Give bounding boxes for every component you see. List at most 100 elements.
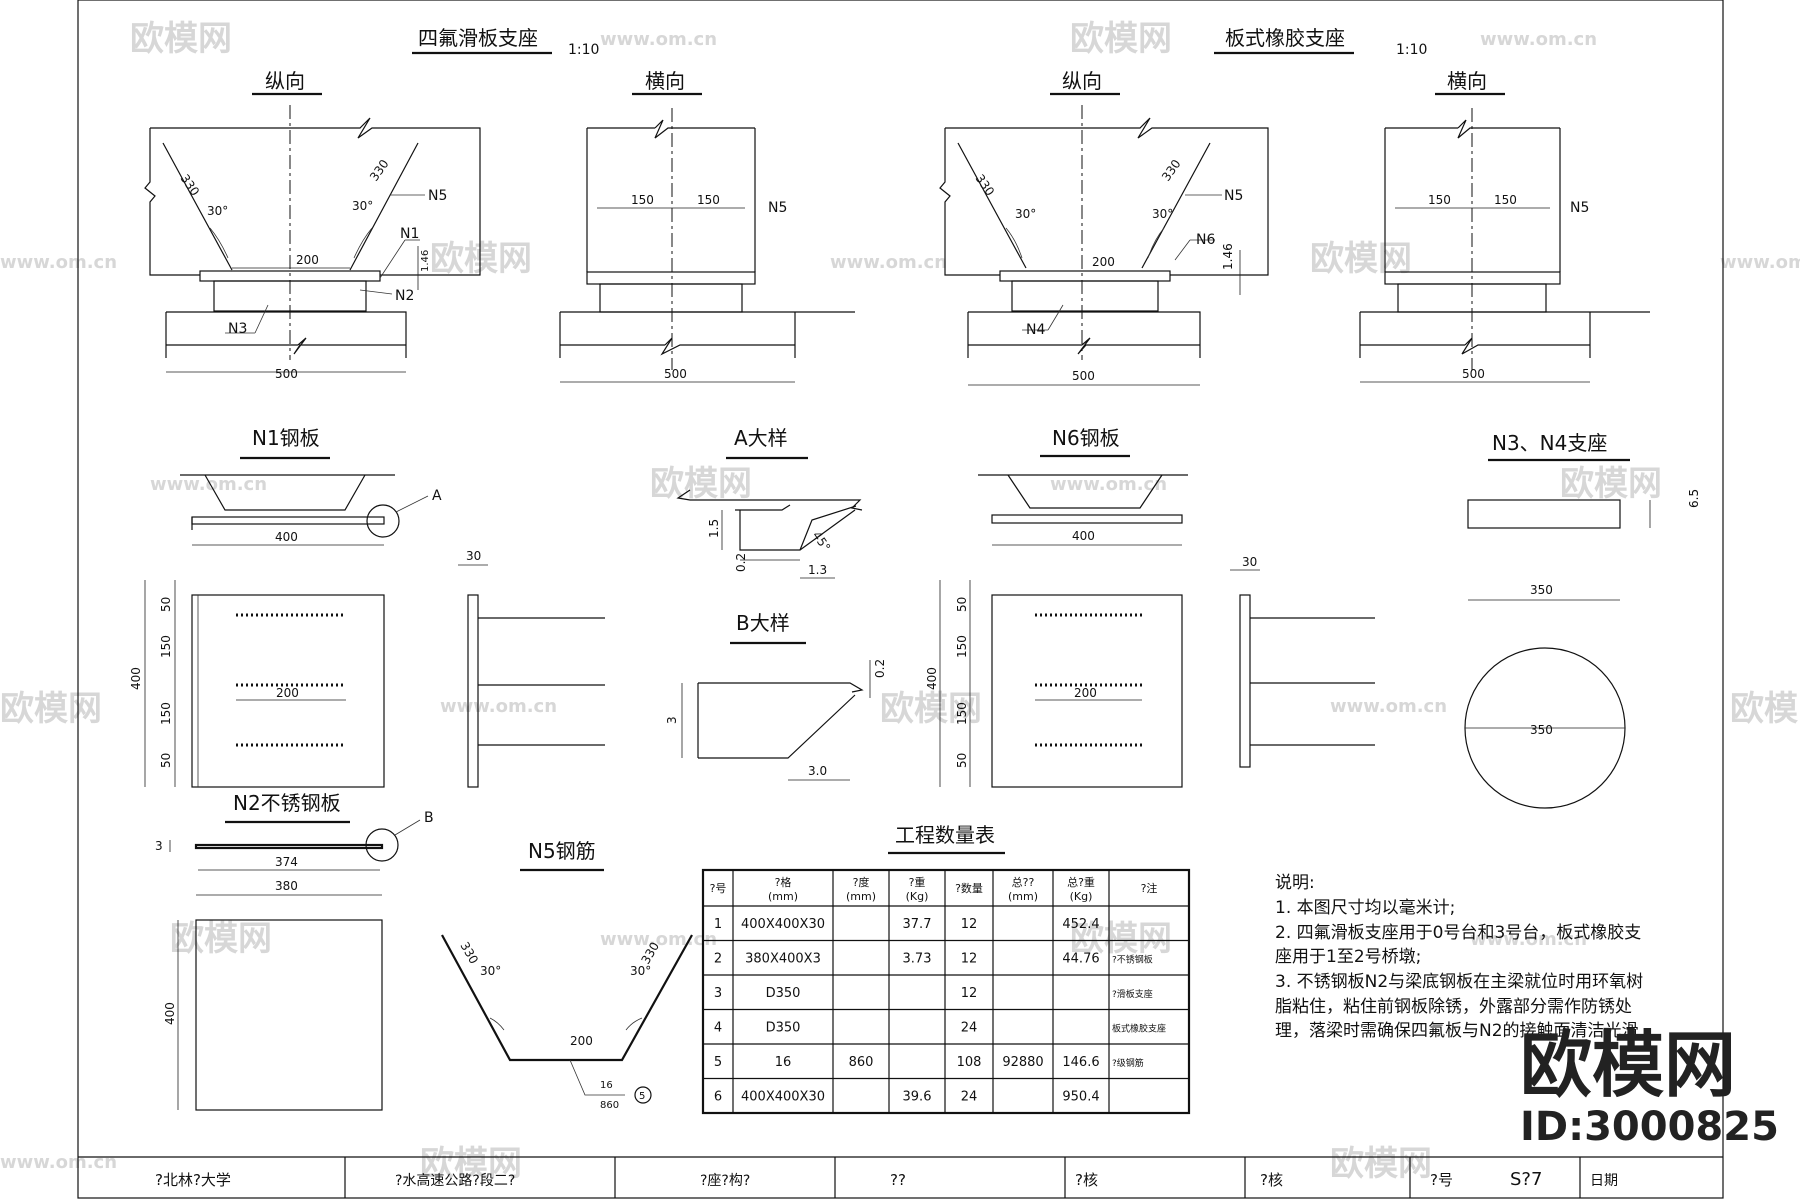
dim-500: 500 [275, 367, 298, 381]
table-cell: 5 [714, 1055, 722, 1070]
watermark-url: www.om.cn [1470, 929, 1587, 950]
table-header-cell: 总?? [1012, 875, 1035, 889]
table-cell: 108 [957, 1055, 982, 1070]
table-cell: 6 [714, 1090, 722, 1105]
dim-150: 150 [159, 635, 173, 658]
section-title-n1: N1钢板 [252, 426, 320, 450]
table-cell: 44.76 [1062, 952, 1099, 967]
notes-title: 说明: [1275, 873, 1315, 893]
titleblock-number-label: ?号 [1430, 1171, 1453, 1189]
dim-500: 500 [664, 367, 687, 381]
table-cell: D350 [766, 1021, 801, 1036]
watermark-text: 欧模网 [650, 464, 752, 504]
label-N3: N3 [228, 321, 247, 337]
table-cell: 380X400X3 [745, 952, 821, 967]
dim-1.46: 1.46 [420, 250, 431, 272]
dim-150-left: 150 [1428, 193, 1451, 207]
watermark-text: 欧模网 [430, 239, 532, 279]
section-title-n2: N2不锈钢板 [233, 791, 341, 815]
title-block: ?北林?大学 ?水高速公路?段二? ?座?构? ?? ?核 ?核 ?号 S?7 … [78, 1156, 1723, 1198]
section-title-n3n4: N3、N4支座 [1492, 431, 1607, 455]
watermark-text: 欧模网 [1330, 1144, 1432, 1184]
dim-200: 200 [296, 253, 319, 267]
table-cell: 92880 [1002, 1055, 1043, 1070]
label-N4: N4 [1026, 322, 1045, 338]
dim-30: 30 [1242, 555, 1257, 569]
watermark-text: 欧模网 [880, 689, 982, 729]
watermark-url: www.om.cn [1050, 474, 1167, 495]
table-cell: 950.4 [1062, 1090, 1099, 1105]
label-B: B [424, 810, 434, 826]
dim-1.3: 1.3 [808, 563, 827, 577]
table-cell: D350 [766, 986, 801, 1001]
dim-150: 150 [159, 702, 173, 725]
dim-350: 350 [1530, 583, 1553, 597]
n3n4-bearing: 6.5 350 350 [1464, 489, 1701, 809]
n1-plate: A 400 200 400 50 150 150 50 30 [129, 474, 605, 788]
dim-400: 400 [925, 667, 939, 690]
dim-150-left: 150 [631, 193, 654, 207]
label-N6: N6 [1196, 232, 1215, 248]
table-header-cell: ?注 [1141, 881, 1158, 895]
n5-rebar: 330 330 30° 30° 200 16 860 5 [441, 934, 693, 1111]
watermark-id: ID:3000825 [1520, 1104, 1779, 1150]
dim-500: 500 [1462, 367, 1485, 381]
label-N5: N5 [1570, 200, 1589, 216]
quantity-table: ?号?格(mm)?度(mm)?重(Kg)?数量总??(mm)总?重(Kg)?注1… [701, 868, 1191, 1115]
watermark-url: www.om.cn [0, 1152, 117, 1173]
view-title-longitudinal: 纵向 [265, 69, 305, 93]
titleblock-check: ?核 [1075, 1171, 1098, 1189]
table-header-cell: (mm) [846, 890, 876, 903]
scale-right: 1:10 [1396, 42, 1427, 58]
watermark-text: 欧模网 [1310, 239, 1412, 279]
notes-line: 座用于1至2号桥墩; [1275, 947, 1421, 967]
dim-1.46: 1.46 [1221, 243, 1235, 270]
table-cell: ?滑板支座 [1112, 988, 1153, 1000]
watermark-url: www.om.cn [600, 29, 717, 50]
dim-45deg: 45° [810, 529, 834, 554]
dim-3: 3 [155, 839, 163, 853]
dim-50: 50 [159, 753, 173, 768]
watermark-url: www.om.cn [830, 252, 947, 273]
titleblock-review: ?核 [1260, 1171, 1283, 1189]
dim-400: 400 [163, 1002, 177, 1025]
table-cell: 1 [714, 917, 722, 932]
dim-0.2: 0.2 [873, 659, 887, 678]
notes: 说明: 1. 本图尺寸均以毫米计; 2. 四氟滑板支座用于0号台和3号台，板式橡… [1275, 873, 1643, 1041]
table-cell: 3 [714, 986, 722, 1001]
dim-350: 350 [1530, 723, 1553, 737]
dim-150: 150 [955, 635, 969, 658]
watermark-url: www.om.cn [0, 252, 117, 273]
dim-16: 16 [600, 1080, 613, 1091]
detail-b: 3 0.2 3.0 [665, 659, 887, 781]
dim-50: 50 [159, 597, 173, 612]
watermark-url: www.om.cn [1480, 29, 1597, 50]
label-N5: N5 [768, 200, 787, 216]
dim-330-right: 330 [367, 157, 392, 184]
notes-line: 3. 不锈钢板N2与梁底钢板在主梁就位时用环氧树 [1275, 972, 1643, 992]
view-title-transverse: 横向 [1447, 69, 1487, 93]
table-cell: 24 [961, 1021, 978, 1036]
dim-150-right: 150 [697, 193, 720, 207]
dim-380: 380 [275, 879, 298, 893]
dim-50: 50 [955, 753, 969, 768]
watermark-text: 欧模网 [420, 1144, 522, 1184]
table-cell: 16 [775, 1055, 792, 1070]
watermark-text: 欧模网 [1730, 689, 1800, 729]
label-A: A [432, 488, 442, 504]
dim-6.5: 6.5 [1687, 489, 1701, 508]
dim-angle-left: 30° [480, 964, 501, 978]
table-header-cell: (mm) [768, 890, 798, 903]
table-cell: 12 [961, 952, 978, 967]
dim-330-right: 330 [1159, 157, 1184, 184]
section-title-detail-b: B大样 [736, 611, 790, 635]
dim-500: 500 [1072, 369, 1095, 383]
titleblock-project: ?水高速公路?段二? [395, 1172, 515, 1189]
label-circle-5: 5 [639, 1091, 645, 1102]
section-title-n5: N5钢筋 [528, 839, 596, 863]
table-frame [701, 868, 1191, 1115]
dim-400: 400 [275, 530, 298, 544]
table-header-cell: ?数量 [955, 882, 983, 895]
dim-200: 200 [276, 686, 299, 700]
